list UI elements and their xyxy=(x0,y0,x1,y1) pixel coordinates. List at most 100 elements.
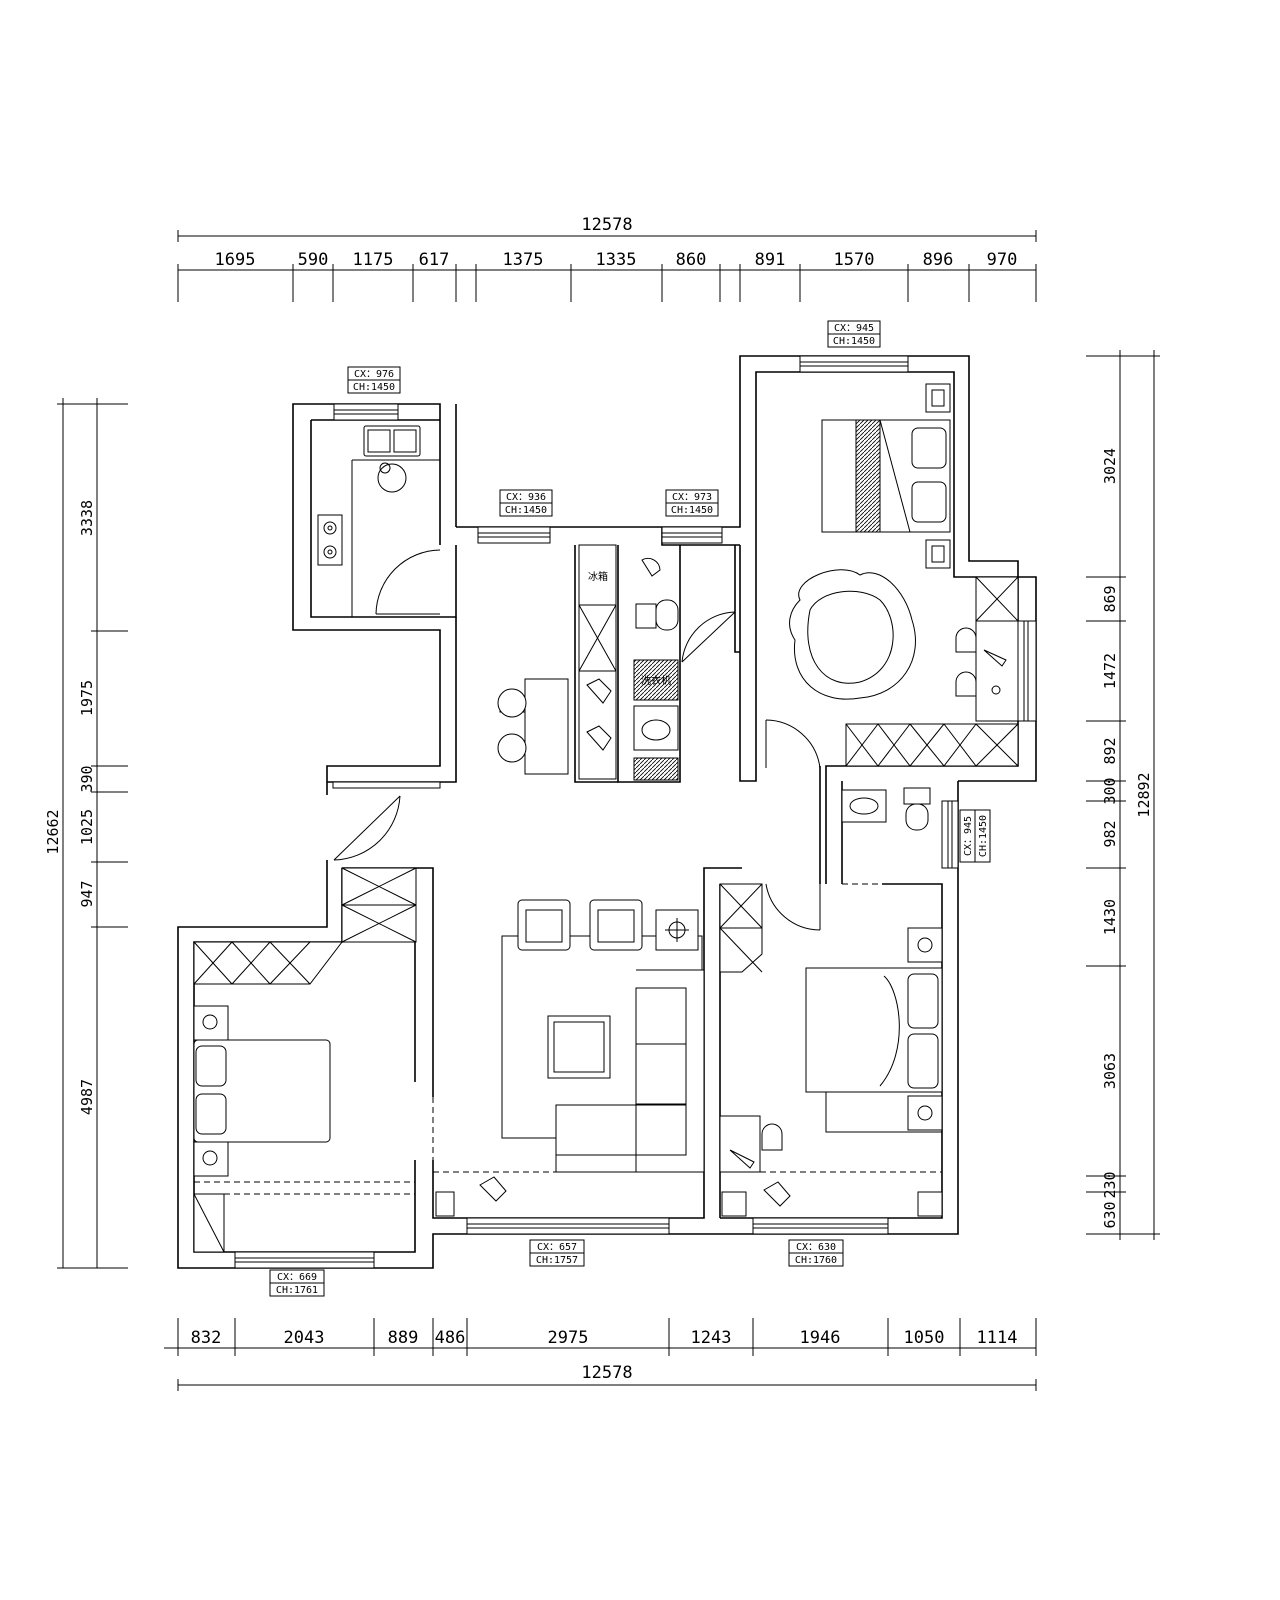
nightstand-icon xyxy=(925,383,951,413)
wardrobe-icon xyxy=(193,941,344,985)
svg-text:CH:1761: CH:1761 xyxy=(276,1285,318,1296)
svg-text:CH:1760: CH:1760 xyxy=(795,1255,837,1266)
desk-chair-icon xyxy=(955,627,977,653)
svg-text:CH:1450: CH:1450 xyxy=(353,382,395,393)
window-tag: CX：630 CH:1760 xyxy=(788,1239,844,1267)
kitchen-sink-icon xyxy=(363,425,421,457)
bottom-dim-9: 1114 xyxy=(977,1328,1018,1348)
svg-text:CX：973: CX：973 xyxy=(672,492,712,503)
top-dim-5: 1375 xyxy=(503,250,544,270)
washbasin-icon xyxy=(841,789,887,823)
left-total-dimension: 12662 xyxy=(44,809,62,854)
top-dim-11: 970 xyxy=(987,250,1018,270)
bottom-dim-4: 486 xyxy=(435,1328,466,1348)
bottom-dim-8: 1050 xyxy=(904,1328,945,1348)
bottom-total-dimension: 12578 xyxy=(581,1363,632,1383)
desk-icon xyxy=(975,620,1019,722)
coffee-table-icon xyxy=(547,1015,611,1079)
guest-bathroom: 洗衣机 xyxy=(633,557,679,781)
right-dim-5: 300 xyxy=(1101,777,1119,804)
window-tag: CX：973 CH:1450 xyxy=(665,489,719,517)
svg-text:CH:1757: CH:1757 xyxy=(536,1255,578,1266)
plant-icon xyxy=(479,1176,507,1202)
gas-stove-icon xyxy=(317,514,343,566)
left-dim-5: 947 xyxy=(78,880,96,907)
sofa-icon xyxy=(555,969,705,1173)
left-dimension-chain: 12662 3338 1975 390 1025 947 4987 xyxy=(44,398,128,1269)
dining-area: 冰箱 xyxy=(497,544,617,780)
toilet-icon xyxy=(903,787,931,805)
right-dim-6: 982 xyxy=(1101,820,1119,847)
right-dim-7: 1430 xyxy=(1101,899,1119,935)
svg-text:CX：669: CX：669 xyxy=(277,1272,317,1283)
right-dimension-chain: 3024 869 1472 892 300 982 1430 3063 230 … xyxy=(1086,350,1160,1240)
left-dim-1: 3338 xyxy=(78,500,96,536)
right-total-dimension: 12892 xyxy=(1135,772,1153,817)
right-dim-2: 869 xyxy=(1101,585,1119,612)
bottom-dimension-chain: 832 2043 889 486 2975 1243 1946 1050 111… xyxy=(164,1318,1037,1391)
top-dim-8: 891 xyxy=(755,250,786,270)
washer-icon xyxy=(633,659,679,701)
right-dim-10: 630 xyxy=(1101,1201,1119,1228)
top-dim-2: 590 xyxy=(298,250,329,270)
window-tag: CX：669 CH:1761 xyxy=(269,1269,325,1297)
bottom-dim-7: 1946 xyxy=(800,1328,841,1348)
wardrobe-icon xyxy=(845,723,1019,767)
window-tag: CX：945 CH:1450 xyxy=(827,320,881,348)
right-dim-3: 1472 xyxy=(1101,653,1119,689)
top-dim-7: 860 xyxy=(676,250,707,270)
desk-chair-icon xyxy=(761,1123,783,1151)
washer-label: 洗衣机 xyxy=(641,674,671,687)
toilet-icon xyxy=(635,603,657,629)
left-dim-2: 1975 xyxy=(78,680,96,716)
svg-text:CX：945: CX：945 xyxy=(834,323,874,334)
window-tags: CX：976 CH:1450 CX：936 CH:1450 CX：973 CH:… xyxy=(269,320,991,1297)
bottom-dim-5: 2975 xyxy=(548,1328,589,1348)
window-tag: CX：976 CH:1450 xyxy=(347,366,401,394)
svg-text:CX：657: CX：657 xyxy=(537,1242,577,1253)
shower-icon xyxy=(641,557,661,577)
washbasin-icon xyxy=(633,705,679,751)
window-tag-vertical: CX：945 CH:1450 xyxy=(959,809,991,863)
window-tag: CX：657 CH:1757 xyxy=(529,1239,585,1267)
left-bedroom xyxy=(193,867,417,1253)
top-dim-9: 1570 xyxy=(834,250,875,270)
master-bedroom xyxy=(789,383,1019,767)
top-dim-10: 896 xyxy=(923,250,954,270)
right-dim-4: 892 xyxy=(1101,737,1119,764)
svg-text:CX：630: CX：630 xyxy=(796,1242,836,1253)
svg-text:CX：936: CX：936 xyxy=(506,492,546,503)
fridge-icon xyxy=(578,544,617,606)
top-dimension-chain: 12578 1695 590 1175 617 1375 1335 860 89… xyxy=(177,215,1037,302)
top-dim-6: 1335 xyxy=(596,250,637,270)
bottom-dim-3: 889 xyxy=(388,1328,419,1348)
floor-boundaries xyxy=(194,1171,942,1195)
top-dim-3: 1175 xyxy=(353,250,394,270)
top-dim-1: 1695 xyxy=(215,250,256,270)
left-dim-6: 4987 xyxy=(78,1079,96,1115)
plant-icon xyxy=(763,1181,791,1207)
svg-text:CH:1450: CH:1450 xyxy=(505,505,547,516)
window-tag: CX：936 CH:1450 xyxy=(499,489,553,517)
nightstand-icon xyxy=(193,1005,229,1041)
nightstand-icon xyxy=(907,927,943,963)
fridge-label: 冰箱 xyxy=(588,570,608,583)
person-icon xyxy=(377,463,407,493)
bottom-dim-6: 1243 xyxy=(691,1328,732,1348)
second-bedroom xyxy=(719,883,943,1217)
dining-table xyxy=(524,678,569,775)
svg-text:CX：945: CX：945 xyxy=(963,816,974,856)
svg-text:CH:1450: CH:1450 xyxy=(978,815,989,857)
top-total-dimension: 12578 xyxy=(581,215,632,235)
kitchen xyxy=(317,425,440,617)
svg-text:CH:1450: CH:1450 xyxy=(833,336,875,347)
desk-icon xyxy=(719,1115,761,1173)
windows xyxy=(234,355,1037,1269)
svg-text:CH:1450: CH:1450 xyxy=(671,505,713,516)
rug-icon xyxy=(789,569,916,700)
svg-text:CX：976: CX：976 xyxy=(354,369,394,380)
bottom-dim-1: 832 xyxy=(191,1328,222,1348)
living-room xyxy=(435,899,705,1217)
right-dim-9: 230 xyxy=(1101,1171,1119,1198)
